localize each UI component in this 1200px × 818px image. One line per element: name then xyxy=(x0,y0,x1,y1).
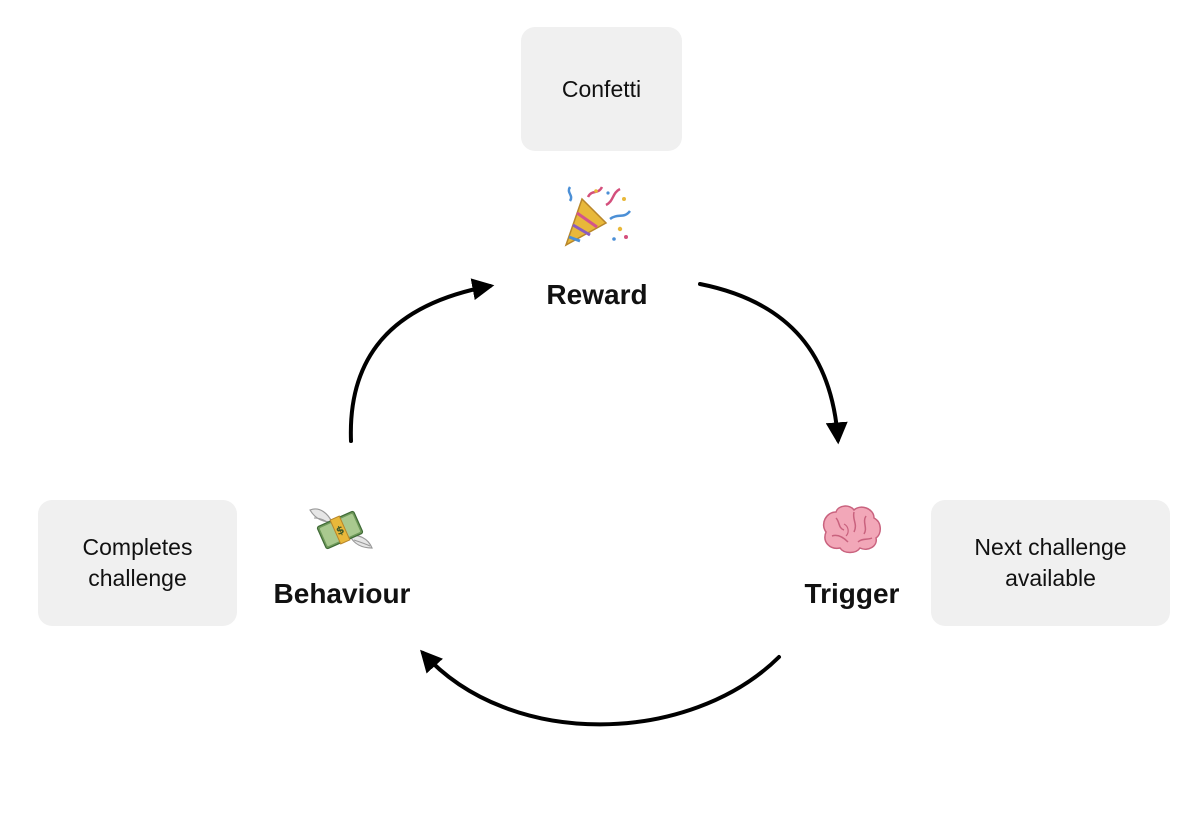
brain-icon xyxy=(822,505,881,554)
reward-detail-box: Confetti xyxy=(521,27,682,151)
reward-detail-text: Confetti xyxy=(561,75,642,102)
behaviour-detail-box: Completes challenge xyxy=(38,500,237,626)
party-popper-icon xyxy=(564,186,631,247)
trigger-detail-box: Next challenge available xyxy=(931,500,1170,626)
reward-label: Reward xyxy=(546,279,648,310)
money-with-wings-icon: $ xyxy=(309,508,373,550)
trigger-label: Trigger xyxy=(804,578,900,609)
trigger-detail-line-1: Next challenge xyxy=(974,534,1127,560)
arrow-reward-to-trigger xyxy=(698,282,848,445)
behaviour-label: Behaviour xyxy=(273,578,411,609)
arrow-trigger-to-behaviour xyxy=(420,649,781,727)
behaviour-detail-line-1: Completes xyxy=(82,534,193,560)
trigger-detail-line-2: available xyxy=(1005,565,1096,591)
behaviour-detail-line-2: challenge xyxy=(88,565,187,591)
arrow-behaviour-to-reward xyxy=(348,278,495,443)
